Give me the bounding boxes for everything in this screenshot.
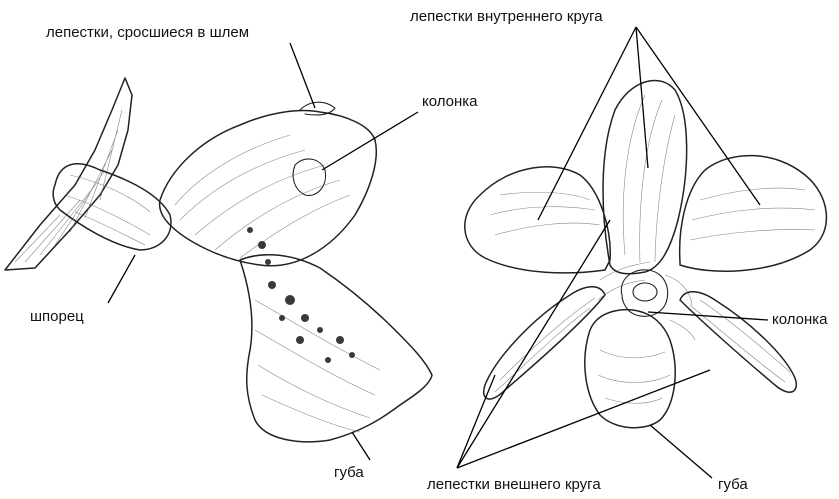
left-helmet-tip — [300, 102, 335, 115]
label-right-outer-petals: лепестки внешнего круга — [427, 476, 601, 494]
label-right-lip: губа — [718, 476, 748, 494]
right-lip — [585, 310, 675, 428]
leader-left-helmet — [290, 43, 315, 108]
right-left-petal — [465, 167, 610, 273]
label-left-column: колонка — [422, 93, 478, 111]
leader-right-lip — [650, 425, 712, 478]
label-left-lip: губа — [334, 464, 364, 482]
left-lip-spots — [247, 227, 355, 363]
label-right-inner-petals: лепестки внутреннего круга — [410, 8, 603, 26]
leader-right-outer-3 — [457, 370, 710, 468]
leader-left-column — [322, 112, 418, 170]
leader-left-lip — [352, 432, 370, 460]
right-top-sepal — [603, 80, 687, 273]
left-helmet-shading — [175, 135, 350, 258]
leader-right-inner-3 — [636, 27, 648, 168]
right-right-petal — [680, 156, 827, 272]
left-orchid-flower — [5, 78, 432, 442]
leader-left-spur — [108, 255, 135, 303]
right-left-petal-shading — [490, 192, 600, 235]
label-right-column: колонка — [772, 311, 828, 329]
leader-right-outer-1 — [457, 375, 495, 468]
left-spur — [53, 164, 171, 250]
right-top-sepal-shading — [623, 95, 675, 262]
leader-right-column — [648, 312, 768, 320]
left-lip-shading — [255, 300, 380, 432]
left-column — [293, 159, 325, 195]
right-lip-shading — [598, 350, 670, 403]
left-helmet-petals — [160, 111, 377, 266]
label-left-helmet-petals: лепестки, сросшиеся в шлем — [46, 24, 249, 42]
right-right-petal-shading — [690, 188, 815, 240]
label-left-spur: шпорец — [30, 308, 84, 326]
leader-right-inner-1 — [538, 27, 636, 220]
right-column-center — [633, 283, 657, 301]
